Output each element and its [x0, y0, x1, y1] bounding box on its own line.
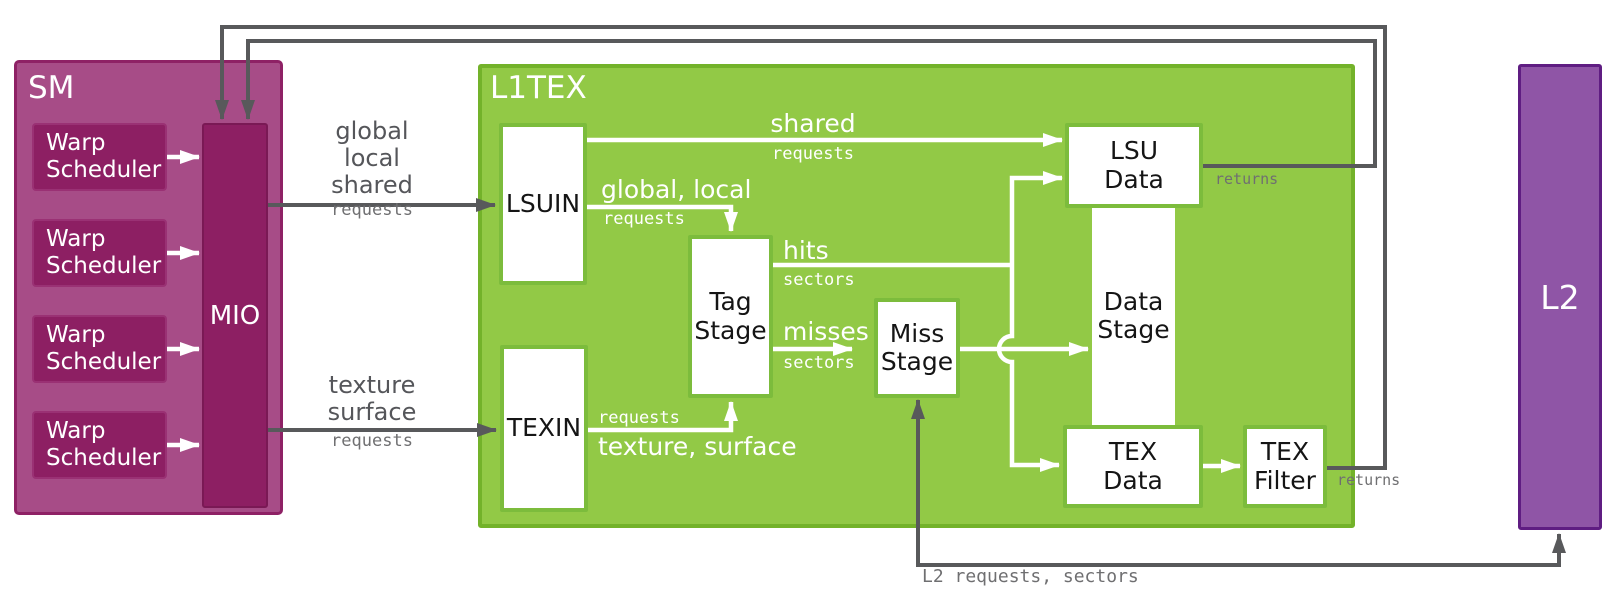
- data-stage-box: Data Stage: [1092, 205, 1175, 427]
- label-global-local-requests: requests: [603, 209, 685, 229]
- tex-data-box: TEX Data: [1063, 425, 1203, 508]
- tag-stage-label: Tag Stage: [694, 287, 767, 345]
- label-misses: misses: [783, 317, 869, 346]
- warp-scheduler-box-3: Warp Scheduler: [32, 315, 167, 383]
- tex-filter-box: TEX Filter: [1243, 425, 1327, 508]
- warp-scheduler-box-4: Warp Scheduler: [32, 411, 167, 479]
- label-hits: hits: [783, 236, 829, 265]
- lsuin-label: LSUIN: [505, 188, 581, 218]
- label-texture-surface: texture surface: [327, 371, 417, 426]
- label-l2-requests-sectors: L2 requests, sectors: [922, 566, 1139, 587]
- miss-stage-box: Miss Stage: [874, 298, 960, 398]
- tex-data-label: TEX Data: [1103, 437, 1163, 495]
- label-misses-sectors: sectors: [783, 353, 855, 373]
- warp-scheduler-label: Warp Scheduler: [46, 129, 162, 183]
- lsu-data-box: LSU Data: [1065, 123, 1203, 208]
- lsu-data-label: LSU Data: [1104, 136, 1164, 194]
- lsuin-box: LSUIN: [499, 123, 587, 285]
- label-texture-surface-inner: texture, surface: [598, 432, 797, 461]
- label-shared: shared: [770, 109, 856, 138]
- l2-label: L2: [1540, 277, 1580, 317]
- warp-scheduler-label: Warp Scheduler: [46, 417, 162, 471]
- texin-box: TEXIN: [500, 345, 588, 512]
- data-stage-label: Data Stage: [1097, 286, 1170, 344]
- mio-label: MIO: [209, 300, 261, 331]
- label-tex-filter-returns: returns: [1337, 471, 1401, 489]
- label-global-local: global, local: [601, 175, 752, 204]
- miss-stage-label: Miss Stage: [880, 318, 954, 376]
- label-global-local-shared: global local shared: [331, 117, 413, 199]
- warp-scheduler-label: Warp Scheduler: [46, 225, 162, 279]
- label-texture-surface-requests: requests: [331, 431, 413, 451]
- texin-label: TEXIN: [506, 413, 582, 443]
- l1tex-title: L1TEX: [490, 70, 587, 106]
- mio-box: MIO: [202, 123, 268, 508]
- tag-stage-box: Tag Stage: [688, 235, 773, 398]
- label-hits-sectors: sectors: [783, 270, 855, 290]
- warp-scheduler-box-2: Warp Scheduler: [32, 219, 167, 287]
- sm-title: SM: [28, 70, 75, 106]
- l2-box: L2: [1518, 64, 1602, 530]
- warp-scheduler-label: Warp Scheduler: [46, 321, 162, 375]
- label-texin-requests: requests: [598, 408, 680, 428]
- label-shared-requests: requests: [772, 144, 854, 164]
- tex-filter-label: TEX Filter: [1254, 437, 1316, 495]
- warp-scheduler-box-1: Warp Scheduler: [32, 123, 167, 191]
- label-lsu-data-returns: returns: [1215, 170, 1279, 188]
- label-global-local-shared-requests: requests: [331, 200, 413, 220]
